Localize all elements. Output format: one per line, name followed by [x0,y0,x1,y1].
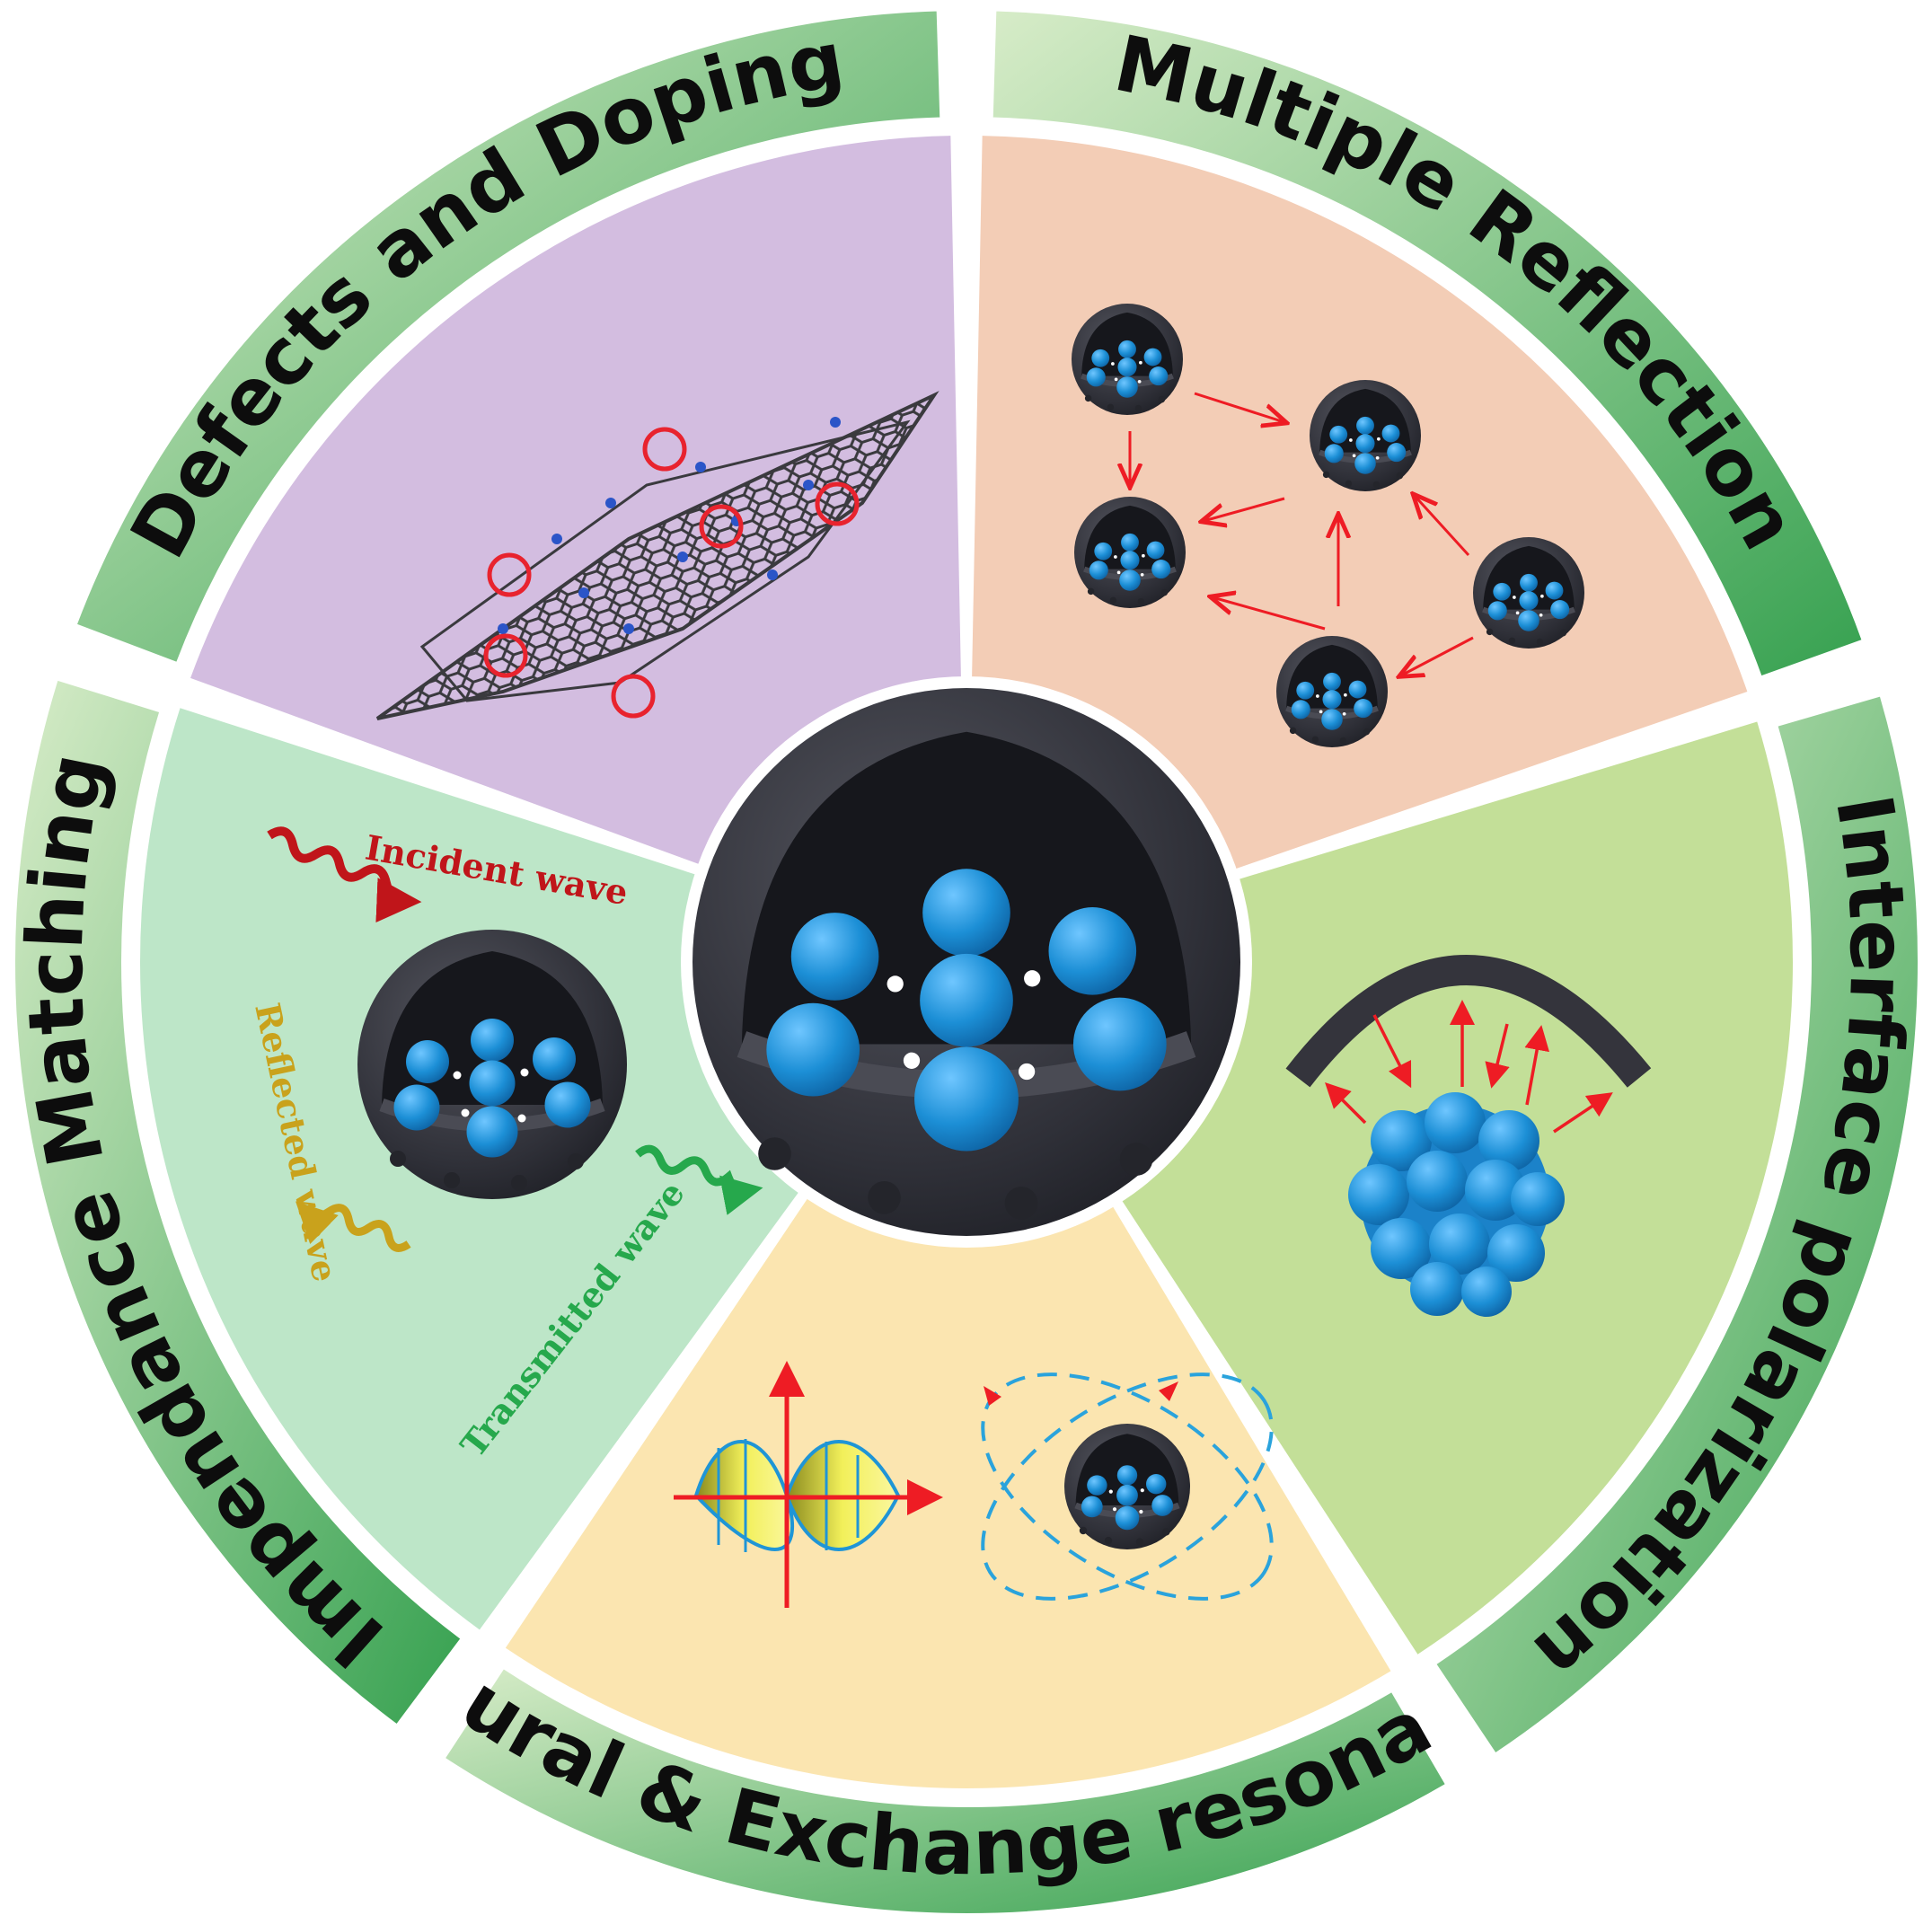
transmitted-wave-icon [635,1144,763,1215]
yolk-shell-sphere-icon [1310,380,1421,491]
precession-orbit [981,1372,1274,1601]
nanoparticle-cluster-icon [1348,1092,1565,1317]
resonance-art [674,1361,1274,1608]
yolk-shell-sphere-icon [1064,1424,1190,1549]
impedance-matching-art [267,826,763,1252]
yolk-shell-sphere-icon [1072,304,1183,415]
yolk-shell-sphere-icon [693,688,1240,1236]
ring-segment-resonance [443,1666,1448,1916]
center-yolk-shell-sphere [681,676,1252,1248]
incident-wave-icon [267,826,422,923]
reflected-wave-icon [296,1201,411,1252]
yolk-shell-sphere-icon [1276,636,1388,747]
ring-segment-multiple-reflection [991,9,1864,678]
panel-defects [190,136,962,868]
mechanism-ring [13,9,1919,1916]
graphene-sheet-icon [375,391,940,720]
yolk-shell-sphere-icon [1473,537,1584,649]
panel-resonance [505,1191,1391,1789]
ring-segment-interface-polarization [1434,694,1919,1755]
ring-segment-defects [75,9,942,665]
yolk-shell-sphere-icon [1074,497,1186,608]
ring-segment-impedance [13,678,463,1726]
interface-polarization-art [1285,955,1652,1317]
multiple-reflection-network [1072,304,1584,747]
yolk-shell-sphere-icon [357,930,627,1199]
